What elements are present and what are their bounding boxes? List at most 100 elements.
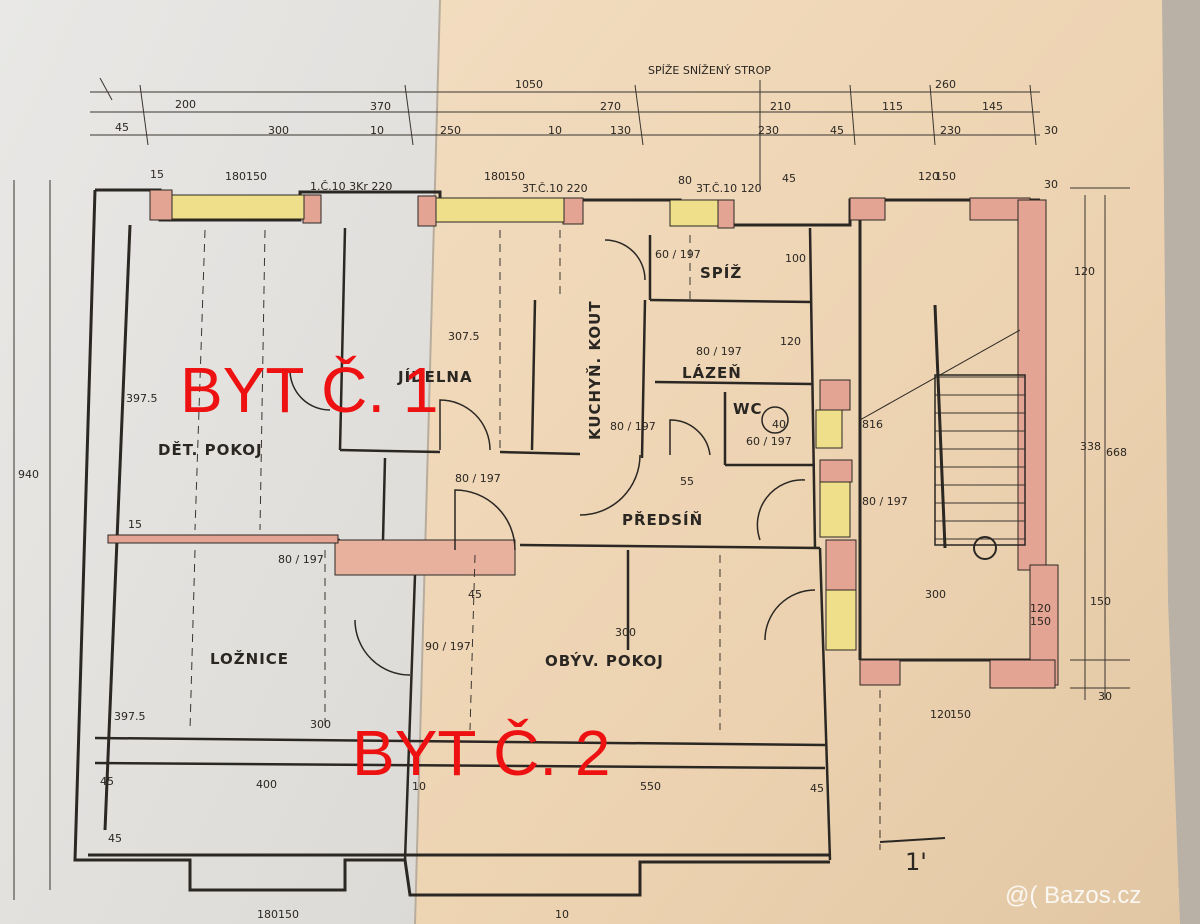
window-label-2: 3T.Č.10 220 [522, 182, 588, 195]
door-obyvak: 90 / 197 [425, 640, 471, 653]
dim-150-d: 150 [1090, 595, 1111, 608]
note-top: SPÍŽE SNÍŽENÝ STROP [648, 64, 771, 77]
bazos-watermark: @( Bazos.cz [1005, 882, 1141, 909]
room-kuchyn: KUCHYŇ. KOUT [585, 300, 604, 440]
staircase [934, 374, 1026, 546]
dim-210: 210 [770, 100, 791, 113]
dim-10-d: 10 [555, 908, 569, 921]
dim-150-a: 150 [246, 170, 267, 183]
dim-55: 55 [680, 475, 694, 488]
dim-230-a: 230 [758, 124, 779, 137]
room-labels: DĚT. POKOJ JÍDELNA KUCHYŇ. KOUT SPÍŽ LÁZ… [158, 263, 763, 670]
dim-10-c: 10 [412, 780, 426, 793]
dim-400: 400 [256, 778, 277, 791]
dim-816: 816 [862, 418, 883, 431]
dim-15-a: 15 [150, 168, 164, 181]
door-kitchen: 80 / 197 [610, 420, 656, 433]
dim-45-d: 45 [100, 775, 114, 788]
door-wc: 60 / 197 [746, 435, 792, 448]
room-loznice: LOŽNICE [210, 649, 289, 668]
dashed-lines [189, 229, 881, 850]
scale-mark: 1' [905, 848, 927, 876]
dim-300: 300 [268, 124, 289, 137]
dim-200: 200 [175, 98, 196, 111]
dim-270: 270 [600, 100, 621, 113]
dim-250: 250 [440, 124, 461, 137]
dim-300-b: 300 [615, 626, 636, 639]
dim-150-f: 150 [278, 908, 299, 921]
door-spiz: 60 / 197 [655, 248, 701, 261]
dim-150-g: 150 [950, 708, 971, 721]
dim-3975-b: 397.5 [114, 710, 146, 723]
dim-668: 668 [1106, 446, 1127, 459]
dim-3975-a: 397.5 [126, 392, 158, 405]
dim-120-b: 120 [1074, 265, 1095, 278]
dim-10-a: 10 [370, 124, 384, 137]
room-obyv-pokoj: OBÝV. POKOJ [545, 651, 664, 670]
dim-230-b: 230 [940, 124, 961, 137]
dim-30-c: 30 [1098, 690, 1112, 703]
dim-180-c: 180 [257, 908, 278, 921]
window-openings [171, 194, 857, 651]
dim-120-c: 120 [780, 335, 801, 348]
dim-120-e: 120 [930, 708, 951, 721]
room-predsin: PŘEDSÍŇ [622, 510, 703, 529]
window-label-3: 3T.Č.10 120 [696, 182, 762, 195]
dim-115: 115 [882, 100, 903, 113]
flat-2-label: BYT Č. 2 [352, 717, 610, 789]
flat-1-label: BYT Č. 1 [180, 354, 438, 426]
dim-45-c: 45 [782, 172, 796, 185]
dim-45-g: 45 [468, 588, 482, 601]
dim-30-b: 30 [1044, 178, 1058, 191]
dim-550: 550 [640, 780, 661, 793]
dim-10-b: 10 [548, 124, 562, 137]
dim-370: 370 [370, 100, 391, 113]
dim-145: 145 [982, 100, 1003, 113]
left-dimensions: 940 397.5 397.5 15 45 45 [18, 392, 158, 845]
dim-30-a: 30 [1044, 124, 1058, 137]
dim-1050: 1050 [515, 78, 543, 91]
right-dimensions: 120 338 668 150 30 [1074, 265, 1127, 703]
window-label-1: 1.Č.10 3Kr 220 [310, 180, 392, 193]
room-det-pokoj: DĚT. POKOJ [158, 440, 263, 459]
dim-338: 338 [1080, 440, 1101, 453]
dim-150-c: 150 [935, 170, 956, 183]
exterior-walls [73, 188, 1055, 897]
inner-dimensions: 60 / 197 80 / 197 60 / 197 80 / 197 80 /… [256, 248, 1051, 921]
room-wc: WC [733, 400, 763, 418]
dimension-lines-sides [13, 180, 1130, 900]
room-lazen: LÁZEŇ [682, 363, 742, 382]
dim-45-b: 45 [830, 124, 844, 137]
dim-15-b: 15 [128, 518, 142, 531]
room-spiz: SPÍŽ [700, 263, 742, 282]
dim-120-d: 120 [1030, 602, 1051, 615]
dim-940: 940 [18, 468, 39, 481]
room-jidelna: JÍDELNA [397, 367, 473, 386]
dim-3075: 307.5 [448, 330, 480, 343]
dim-180-a: 180 [225, 170, 246, 183]
dimension-lines-top [90, 77, 1040, 190]
top-dimensions: 1050 260 200 370 270 210 115 145 45 300 … [115, 78, 1058, 195]
dim-45-a: 45 [115, 121, 129, 134]
dim-180-b: 180 [484, 170, 505, 183]
dim-300-c: 300 [310, 718, 331, 731]
dim-130: 130 [610, 124, 631, 137]
interior-walls [94, 227, 832, 861]
dim-40: 40 [772, 418, 786, 431]
dim-45-f: 45 [810, 782, 824, 795]
dim-300-a: 300 [925, 588, 946, 601]
door-stair: 80 / 197 [862, 495, 908, 508]
door-bath: 80 / 197 [696, 345, 742, 358]
paper-right [415, 0, 1180, 924]
dim-80: 80 [678, 174, 692, 187]
dim-260: 260 [935, 78, 956, 91]
dim-150-e: 150 [1030, 615, 1051, 628]
dim-120-a: 120 [918, 170, 939, 183]
dim-150-b: 150 [504, 170, 525, 183]
dim-45-e: 45 [108, 832, 122, 845]
door-hall: 80 / 197 [455, 472, 501, 485]
door-loznice: 80 / 197 [278, 553, 324, 566]
door-swings [289, 239, 816, 676]
